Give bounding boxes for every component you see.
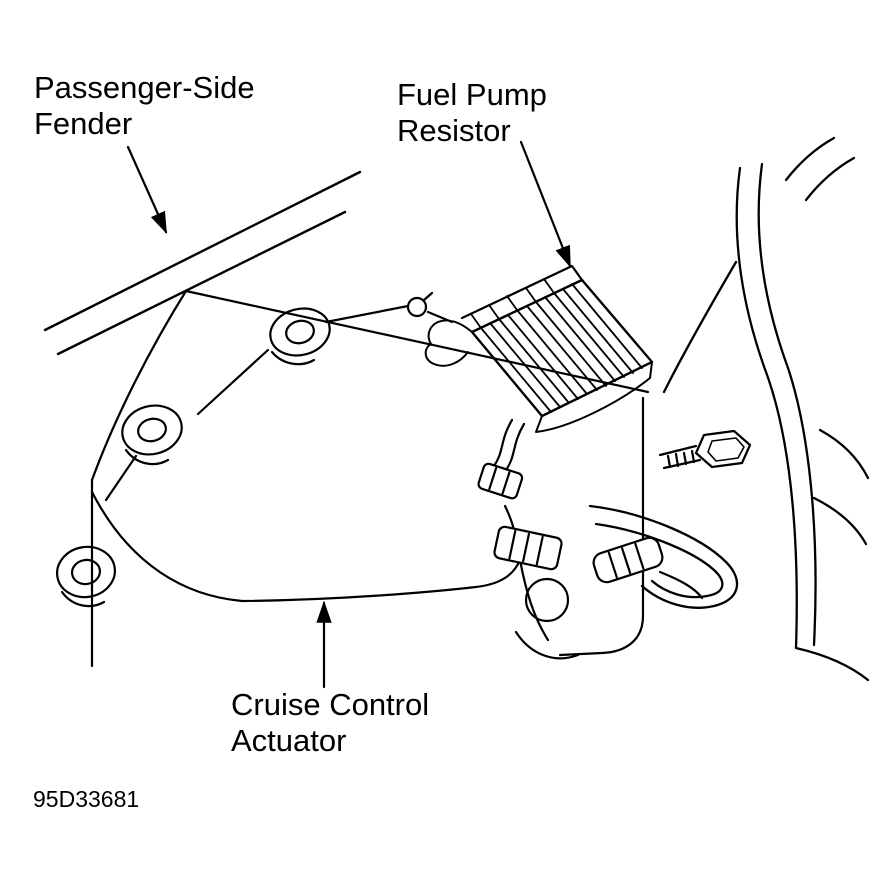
resistor-arrow [519,140,572,269]
wiring-harness-hoses [588,136,870,682]
label-line: Actuator [231,723,347,758]
fender-panel-lines [43,170,362,356]
mounting-bolt [658,429,752,470]
label-line: Fuel Pump [397,77,547,112]
mounting-bracket [56,289,650,608]
wiring-connector [477,462,524,500]
label-fuel-pump-resistor: Fuel Pump Resistor [397,77,547,149]
bracket-hole [121,404,183,456]
resistor-wiring-connectors [477,418,704,600]
bracket-hole [56,545,116,599]
actuator-boss [524,577,570,623]
bracket-hole-flange [270,350,316,366]
resistor-mount-tab [424,319,473,367]
label-line: Passenger-Side [34,70,255,105]
resistor-mount-hole-notch [422,291,434,302]
label-cruise-control-actuator: Cruise Control Actuator [231,687,429,759]
label-line: Cruise Control [231,687,430,722]
bracket-hole [269,307,331,357]
hose-loop [594,522,724,599]
bracket-hole-flange [60,590,106,608]
figure-code: 95D33681 [33,786,140,812]
hose-loop [588,504,739,609]
wiring-connector [592,536,664,584]
wiring-connector [493,525,563,571]
fuel-pump-resistor-drawing [424,264,654,433]
fender-arrow [126,145,168,235]
resistor-fins [470,278,643,413]
resistor-mount-hole [406,296,428,318]
cruise-control-actuator-outline [90,396,645,668]
resistor-base-plate [535,361,653,433]
label-passenger-side-fender: Passenger-Side Fender [34,70,255,142]
label-line: Fender [34,106,133,141]
bracket-hole-flange [124,448,170,466]
label-line: Resistor [397,113,511,148]
